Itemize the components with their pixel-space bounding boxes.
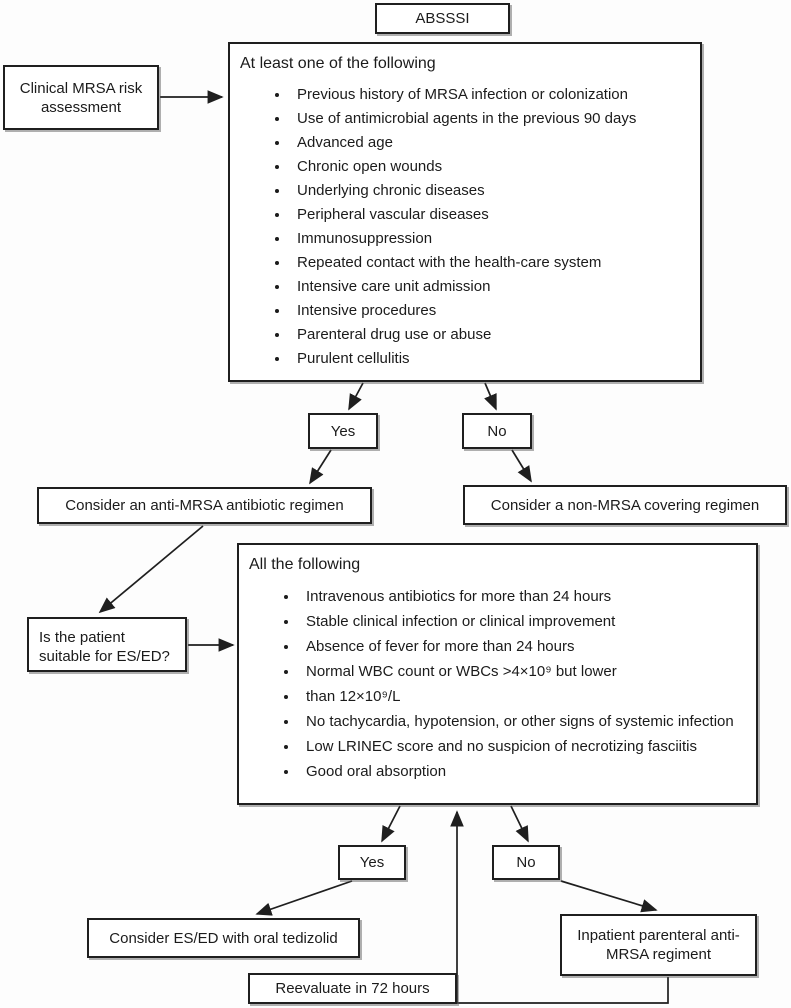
criteria-1-item: Intensive care unit admission: [290, 277, 700, 297]
criteria-1-item: Parenteral drug use or abuse: [290, 325, 700, 345]
yes-1-label: Yes: [330, 422, 356, 440]
reevaluate-box: Reevaluate in 72 hours: [248, 973, 457, 1004]
criteria-2-item: Stable clinical infection or clinical im…: [299, 611, 756, 632]
arrow-no2-to-inpatient: [560, 880, 658, 913]
assessment-box: Clinical MRSA risk assessment: [3, 65, 159, 130]
anti-mrsa-label: Consider an anti-MRSA antibiotic regimen: [65, 497, 344, 514]
absssi-box: ABSSSI: [375, 3, 510, 34]
criteria-1-item: Intensive procedures: [290, 301, 700, 321]
criteria-2-item: Intravenous antibiotics for more than 24…: [299, 586, 756, 607]
criteria-2-item: Good oral absorption: [299, 761, 756, 782]
arrow-criteria2-to-no2: [510, 805, 529, 843]
arrow-loopback-to-criteria2: [450, 810, 669, 1004]
criteria-1-item: Peripheral vascular diseases: [290, 205, 700, 225]
absssi-label: ABSSSI: [415, 10, 470, 27]
arrow-yes1-to-anti-mrsa: [309, 449, 332, 485]
inpatient-label: Inpatient parenteral anti-MRSA regiment: [577, 927, 740, 963]
anti-mrsa-box: Consider an anti-MRSA antibiotic regimen: [37, 487, 372, 524]
criteria-box-1: At least one of the following Previous h…: [228, 42, 702, 382]
no-2-label: No: [516, 854, 536, 871]
criteria-1-item: Underlying chronic diseases: [290, 181, 700, 201]
criteria-2-item: No tachycardia, hypotension, or other si…: [299, 711, 736, 732]
criteria-1-item: Immunosuppression: [290, 229, 700, 249]
tedizolid-label: Consider ES/ED with oral tedizolid: [109, 929, 338, 947]
criteria-2-heading: All the following: [249, 556, 361, 573]
criteria-2-item: Normal WBC count or WBCs >4×10⁹ but lowe…: [299, 661, 756, 682]
criteria-2-item: Absence of fever for more than 24 hours: [299, 636, 756, 657]
no-box-2: No: [492, 845, 560, 880]
no-1-label: No: [487, 422, 507, 440]
arrow-yes2-to-tedizolid: [255, 880, 353, 916]
esed-question-box: Is the patient suitable for ES/ED?: [27, 617, 187, 672]
esed-question-label: Is the patient suitable for ES/ED?: [39, 629, 170, 665]
criteria-2-item: than 12×10⁹/L: [299, 686, 756, 707]
yes-2-label: Yes: [359, 854, 385, 871]
criteria-1-item: Repeated contact with the health-care sy…: [290, 253, 700, 273]
criteria-1-item: Use of antimicrobial agents in the previ…: [290, 109, 700, 129]
arrow-criteria1-to-no1: [484, 382, 497, 411]
criteria-box-2: All the following Intravenous antibiotic…: [237, 543, 758, 805]
yes-box-1: Yes: [308, 413, 378, 449]
inpatient-box: Inpatient parenteral anti-MRSA regiment: [560, 914, 757, 976]
criteria-1-list: Previous history of MRSA infection or co…: [230, 85, 700, 369]
no-box-1: No: [462, 413, 532, 449]
criteria-1-item: Purulent cellulitis: [290, 349, 700, 369]
tedizolid-box: Consider ES/ED with oral tedizolid: [87, 918, 360, 958]
assessment-label: Clinical MRSA risk assessment: [19, 79, 143, 116]
criteria-2-list: Intravenous antibiotics for more than 24…: [239, 586, 756, 782]
yes-box-2: Yes: [338, 845, 406, 880]
criteria-2-item: Low LRINEC score and no suspicion of nec…: [299, 736, 756, 757]
criteria-1-item: Previous history of MRSA infection or co…: [290, 85, 700, 105]
arrow-anti-mrsa-to-esed: [98, 525, 204, 614]
arrow-criteria1-to-yes1: [348, 382, 364, 411]
criteria-1-heading: At least one of the following: [240, 55, 436, 72]
reevaluate-label: Reevaluate in 72 hours: [275, 980, 430, 997]
arrow-criteria2-to-yes2: [381, 805, 401, 843]
criteria-1-item: Chronic open wounds: [290, 157, 700, 177]
arrow-no1-to-non-mrsa: [511, 449, 532, 483]
non-mrsa-label: Consider a non-MRSA covering regimen: [490, 496, 760, 514]
criteria-1-item: Advanced age: [290, 133, 700, 153]
non-mrsa-box: Consider a non-MRSA covering regimen: [463, 485, 787, 525]
